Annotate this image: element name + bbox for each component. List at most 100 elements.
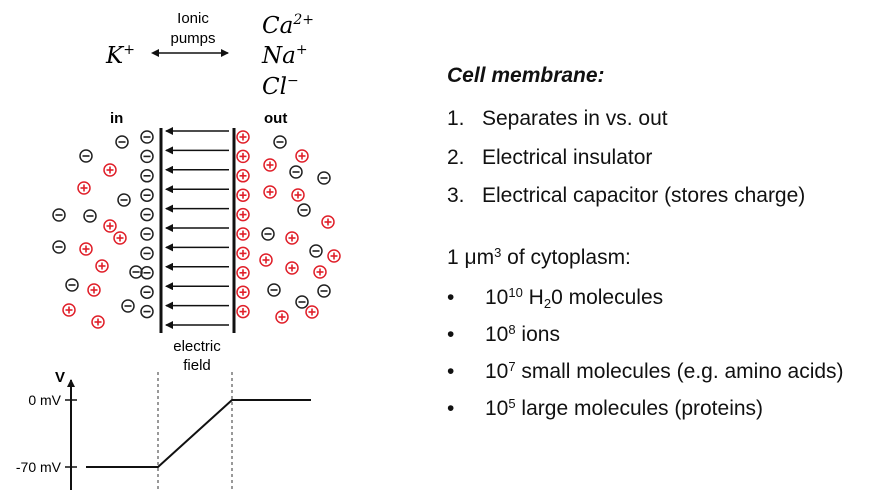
free-positive-ion bbox=[77, 181, 91, 195]
free-positive-ion bbox=[87, 283, 101, 297]
bullet-exponent: 5 bbox=[508, 396, 516, 411]
bullet-text: small molecules (e.g. amino acids) bbox=[515, 360, 844, 383]
bullet-dot: • bbox=[447, 323, 455, 346]
free-negative-ion bbox=[117, 193, 131, 207]
bound-positive-charge bbox=[236, 304, 250, 319]
free-negative-ion bbox=[129, 265, 143, 279]
free-positive-ion bbox=[91, 315, 105, 329]
bound-negative-charge bbox=[140, 266, 154, 280]
free-negative-ion bbox=[115, 135, 129, 149]
free-positive-ion bbox=[263, 185, 277, 199]
free-ions bbox=[52, 135, 341, 329]
free-positive-ion bbox=[263, 158, 277, 172]
numbered-item-3: 3. Electrical capacitor (stores charge) bbox=[447, 184, 805, 208]
numbered-item-1: 1. Separates in vs. out bbox=[447, 107, 668, 131]
free-negative-ion bbox=[317, 171, 331, 185]
cytoplasm-prefix: 1 μm bbox=[447, 246, 495, 269]
free-positive-ion bbox=[103, 219, 117, 233]
bound-positive-charge bbox=[236, 207, 250, 222]
bound-negative-charge bbox=[140, 188, 154, 202]
bound-negative-charge bbox=[140, 169, 154, 183]
ion-na-label: Na+ bbox=[261, 42, 308, 69]
in-label: in bbox=[110, 110, 123, 127]
free-negative-ion bbox=[267, 283, 281, 297]
free-positive-ion bbox=[275, 310, 289, 324]
bullet-exponent: 10 bbox=[508, 285, 523, 300]
free-negative-ion bbox=[121, 299, 135, 313]
free-positive-ion bbox=[103, 163, 117, 177]
bullet-item-2: • 108 ions bbox=[447, 323, 560, 347]
pumps-label-line2: pumps bbox=[170, 30, 215, 47]
item-text: Separates in vs. out bbox=[482, 107, 668, 130]
pumps-label-line1: Ionic bbox=[177, 10, 209, 27]
bullet-dot: • bbox=[447, 286, 455, 309]
panel-heading: Cell membrane: bbox=[447, 64, 605, 87]
free-positive-ion bbox=[285, 261, 299, 275]
cytoplasm-line: 1 μm3 of cytoplasm: bbox=[447, 246, 631, 270]
free-positive-ion bbox=[79, 242, 93, 256]
ion-cl-label: Cl− bbox=[262, 73, 299, 100]
potential-profile bbox=[86, 399, 311, 468]
bound-negative-charge bbox=[140, 130, 154, 144]
numbered-item-2: 2.Electrical insulator bbox=[447, 146, 652, 170]
bound-positive-charge bbox=[236, 169, 250, 183]
free-negative-ion bbox=[83, 209, 97, 223]
bullet-item-4: •105 large molecules (proteins) bbox=[447, 397, 763, 421]
bound-positive-charge bbox=[236, 149, 250, 164]
free-negative-ion bbox=[295, 295, 309, 309]
free-negative-ion bbox=[273, 135, 287, 149]
bound-positive-charge bbox=[236, 246, 250, 261]
bullet-base: 10 bbox=[485, 397, 509, 420]
bullet-subscript: 2 bbox=[543, 296, 552, 311]
free-negative-ion bbox=[261, 227, 275, 241]
voltage-graph: V 0 mV -70 mV bbox=[16, 369, 311, 490]
free-negative-ion bbox=[52, 208, 66, 222]
free-positive-ion bbox=[285, 231, 299, 245]
tick-label-0mv: 0 mV bbox=[28, 392, 61, 408]
bullet-text: large molecules (proteins) bbox=[515, 397, 764, 420]
bullet-exponent: 7 bbox=[508, 359, 516, 374]
free-positive-ion bbox=[295, 149, 309, 163]
item-text: Electrical capacitor (stores charge) bbox=[482, 184, 806, 207]
bound-positive-charge bbox=[236, 266, 250, 280]
free-negative-ion bbox=[289, 165, 303, 179]
bullet-exponent: 8 bbox=[508, 322, 516, 337]
bullet-item-1: • 1010 H20 molecules bbox=[447, 286, 663, 310]
bullet-base: 10 bbox=[485, 286, 509, 309]
bound-negative-charge bbox=[140, 285, 154, 299]
tick-label-minus70mv: -70 mV bbox=[16, 459, 62, 475]
bound-positive-charge bbox=[236, 188, 250, 202]
membrane-facts-panel: Cell membrane: 1. Separates in vs. out 2.… bbox=[447, 0, 887, 498]
bound-negative-charge bbox=[140, 227, 154, 241]
free-positive-ion bbox=[321, 215, 335, 229]
free-positive-ion bbox=[291, 188, 305, 202]
bullet-text-tail: 0 molecules bbox=[551, 286, 664, 309]
item-number: 1. bbox=[447, 107, 465, 130]
free-positive-ion bbox=[327, 249, 341, 263]
bullet-text: H bbox=[522, 286, 544, 309]
membrane-bound-charges bbox=[140, 130, 250, 319]
bound-positive-charge bbox=[236, 285, 250, 299]
electric-field-label-line2: field bbox=[183, 357, 211, 374]
bullet-base: 10 bbox=[485, 323, 509, 346]
free-negative-ion bbox=[79, 149, 93, 163]
electric-field-label-line1: electric bbox=[173, 338, 221, 355]
bound-negative-charge bbox=[140, 246, 154, 261]
free-positive-ion bbox=[313, 265, 327, 279]
bullet-dot: • bbox=[447, 360, 455, 383]
free-positive-ion bbox=[95, 259, 109, 273]
item-number: 3. bbox=[447, 184, 465, 207]
cytoplasm-exponent: 3 bbox=[494, 245, 502, 260]
ion-k-label: K+ bbox=[105, 42, 135, 69]
out-label: out bbox=[264, 110, 287, 127]
free-positive-ion bbox=[62, 303, 76, 317]
free-negative-ion bbox=[65, 278, 79, 292]
bullet-item-3: •107 small molecules (e.g. amino acids) bbox=[447, 360, 844, 384]
free-negative-ion bbox=[52, 240, 66, 254]
free-positive-ion bbox=[259, 253, 273, 267]
bound-positive-charge bbox=[236, 227, 250, 241]
bullet-text: ions bbox=[515, 323, 560, 346]
free-positive-ion bbox=[305, 305, 319, 319]
bound-negative-charge bbox=[140, 304, 154, 319]
free-negative-ion bbox=[317, 284, 331, 298]
